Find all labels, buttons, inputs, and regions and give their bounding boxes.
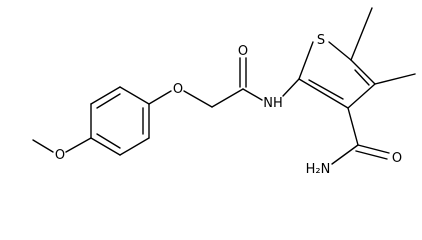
bond-nh-co — [242, 88, 263, 101]
bond-o-aryl — [148, 90, 172, 105]
bond-ring-3-4 — [90, 137, 121, 156]
bond-s-c2 — [298, 41, 314, 80]
carboxamide-amine-label: H₂N — [306, 162, 331, 177]
bond-methoxy-ch3 — [32, 139, 54, 153]
bond-ring-2-3 — [119, 137, 150, 156]
ether-oxygen-label: O — [173, 82, 183, 97]
carbonyl-oxygen-label: O — [238, 44, 248, 59]
bond-s-c5 — [328, 41, 352, 61]
atom-labels: S O O O NH O H₂N — [55, 33, 402, 177]
amide-nh-label: NH — [263, 96, 283, 111]
bond-ring-o-methoxy — [65, 137, 92, 153]
bond-c3-c2 — [298, 78, 349, 109]
bond-ch2-o — [183, 90, 213, 108]
bond-ring-6-1 — [119, 86, 150, 105]
bond-ring-inner-b — [96, 133, 121, 149]
bond-ring-inner-c — [96, 93, 121, 109]
bond-c5-c4-inner — [354, 69, 370, 86]
molecule-structure: S O O O NH O H₂N — [32, 7, 416, 177]
bond-amide-c-o — [357, 144, 390, 154]
bond-c3-amide-c — [347, 107, 359, 146]
bond-co-ch2 — [211, 88, 244, 108]
sulfur-atom-label: S — [317, 33, 325, 48]
bond-amide-c-o-double — [355, 150, 388, 160]
bond-c4-c3 — [347, 83, 376, 109]
bond-c5-methyl — [350, 7, 373, 61]
bond-c4-methyl — [374, 73, 416, 85]
bond-c5-c4 — [350, 59, 376, 85]
bond-c2-nh — [282, 78, 300, 97]
carboxamide-oxygen-label: O — [392, 151, 402, 166]
bond-c3-c2-inner — [308, 79, 344, 100]
bond-ring-5-6 — [90, 86, 121, 105]
bond-amide-c-n — [331, 144, 359, 165]
bond-lines — [32, 7, 416, 165]
methoxy-oxygen-label: O — [55, 148, 65, 163]
